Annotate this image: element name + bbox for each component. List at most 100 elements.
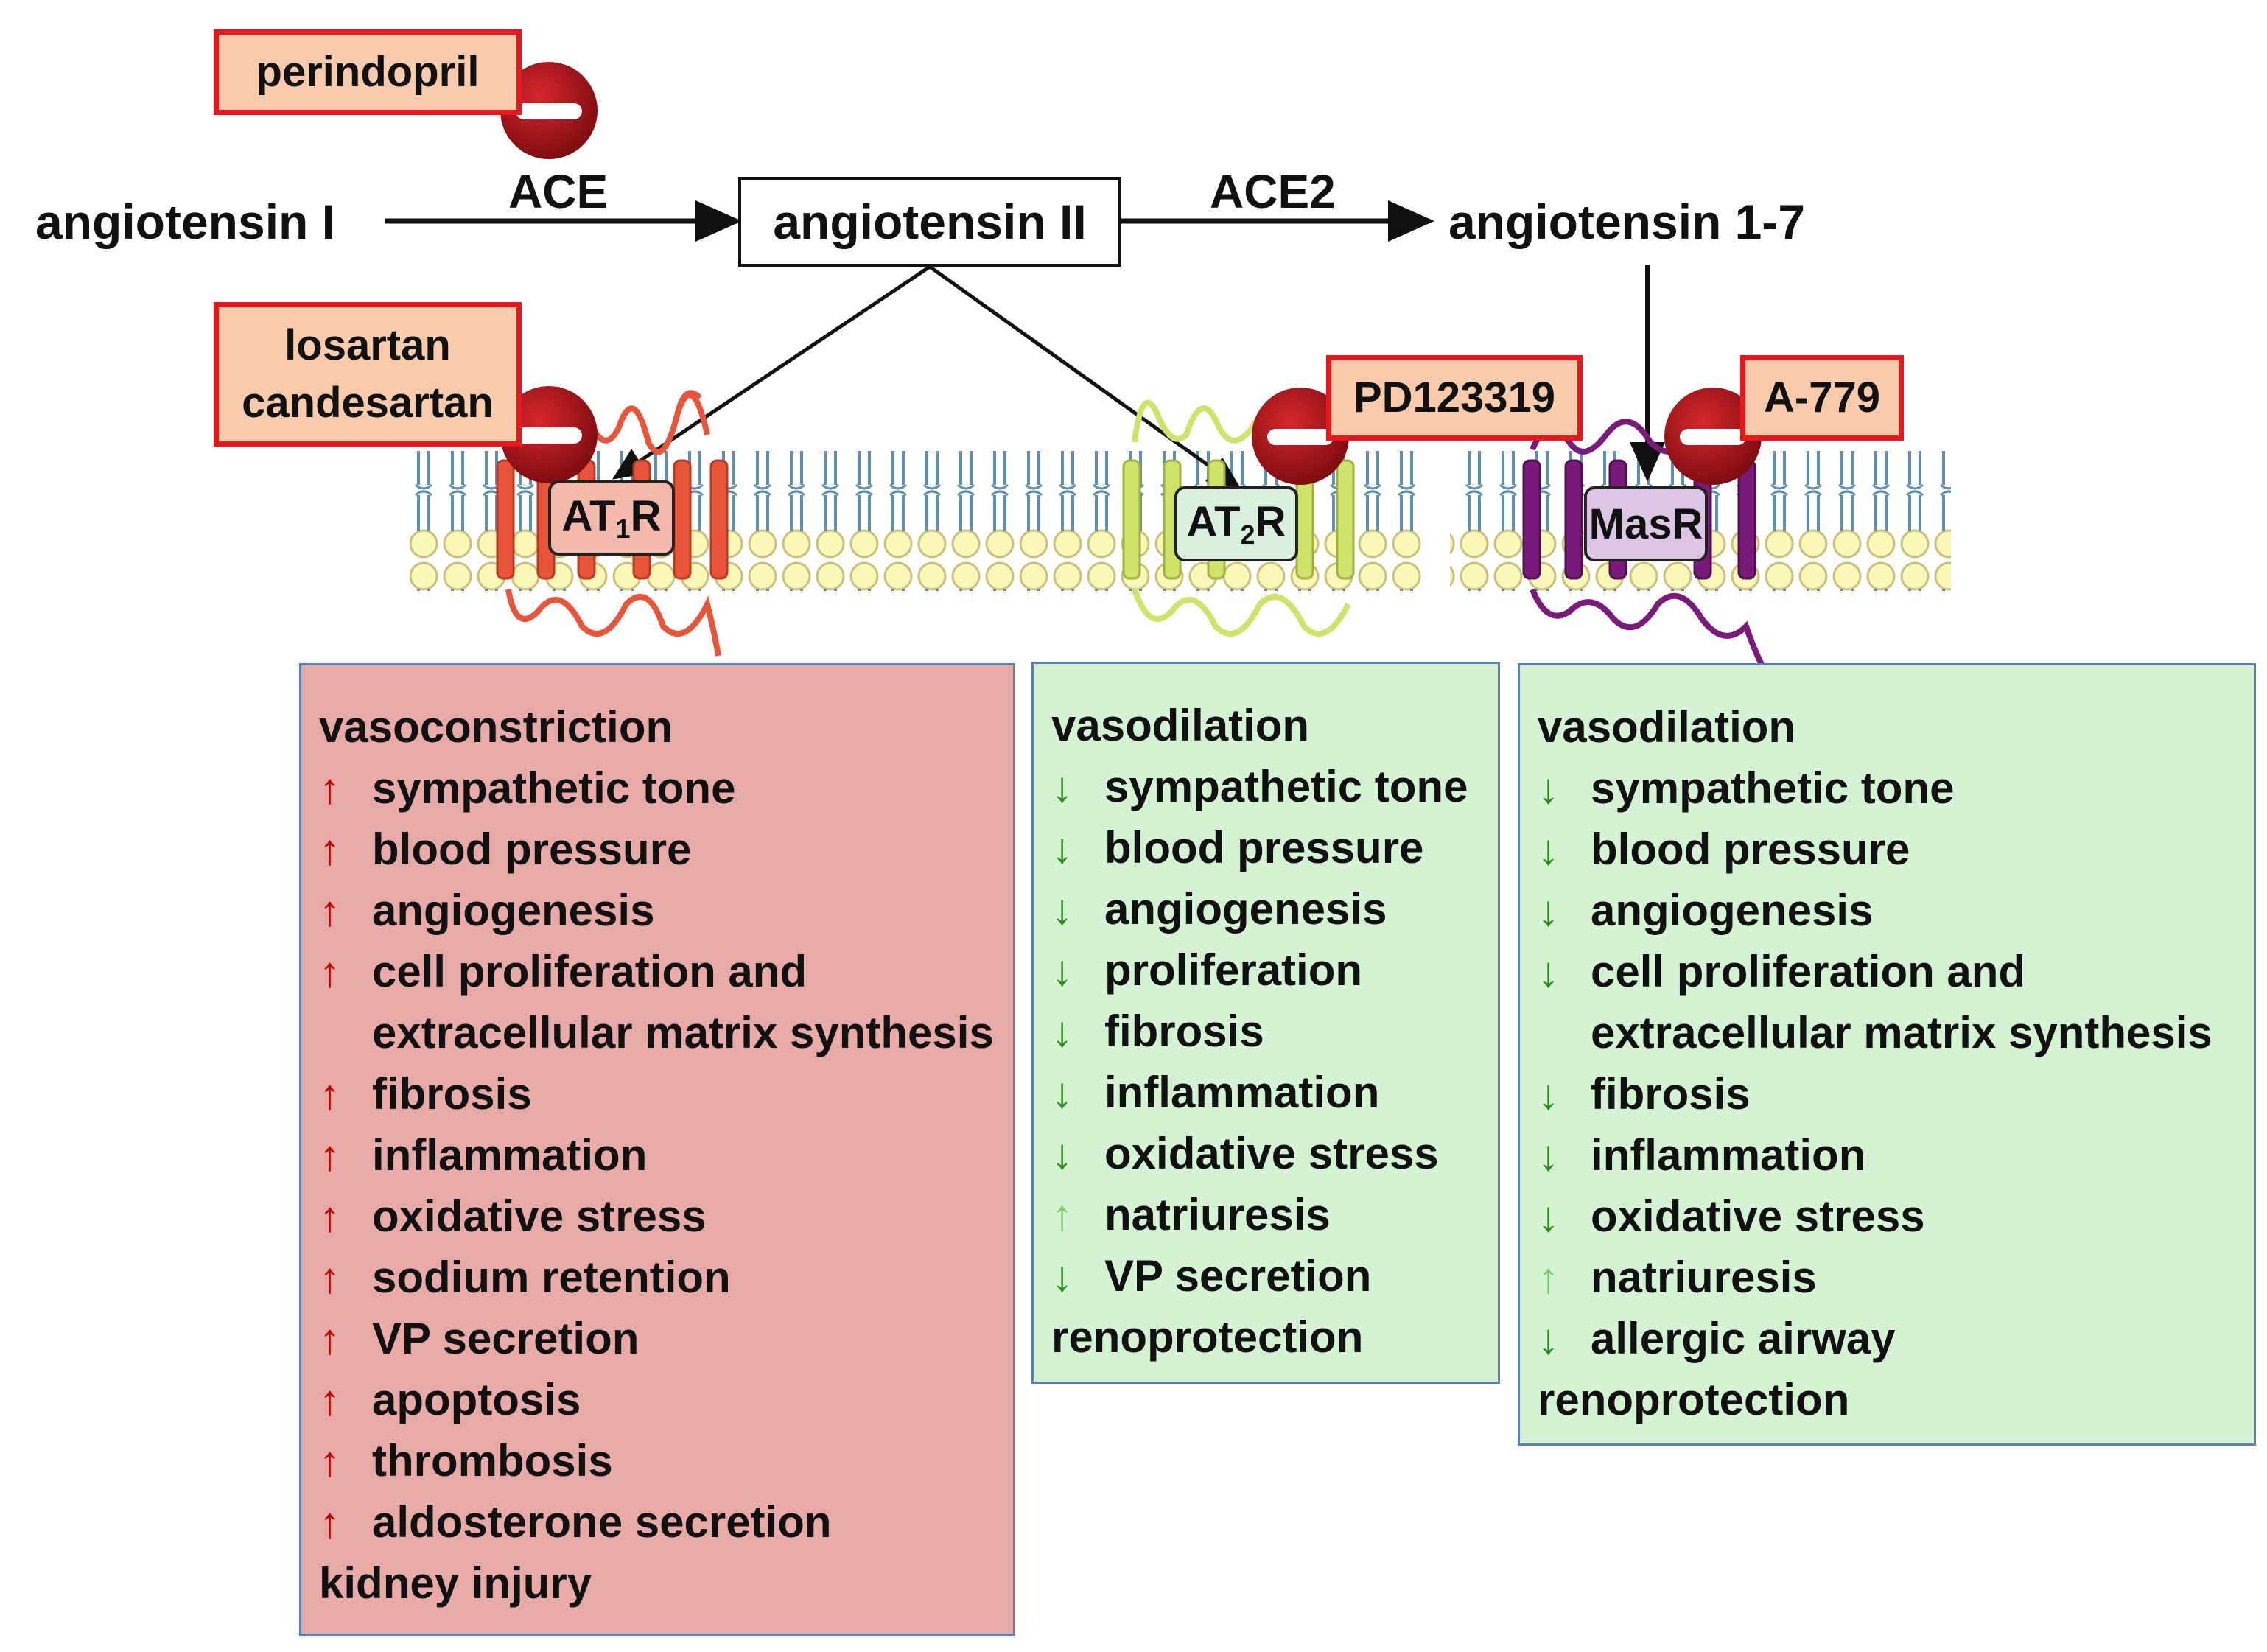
- effect-item: ↑ thrombosis: [319, 1430, 995, 1491]
- effect-item: ↑ natriuresis: [1538, 1247, 2236, 1308]
- up-arrow-icon: ↑: [319, 1376, 340, 1424]
- effect-item: ↓ oxidative stress: [1538, 1186, 2236, 1247]
- angiotensin-ii-box: angiotensin II: [738, 177, 1121, 267]
- effect-text: allergic airway: [1591, 1314, 1896, 1363]
- at1r-label-box: AT1R: [548, 480, 675, 556]
- effect-item: ↓ VP secretion: [1051, 1245, 1480, 1306]
- up-arrow-icon: ↑: [319, 948, 340, 996]
- effect-item: ↑sympathetic tone: [319, 757, 995, 819]
- masr-effects-list: ↓sympathetic tone↓blood pressure↓angioge…: [1538, 757, 2236, 1369]
- effect-item: ↑ cell proliferation and: [319, 941, 995, 1002]
- at2r-label: AT2R: [1186, 498, 1286, 550]
- masr-effects-header: vasodilation: [1538, 702, 1796, 752]
- inhibitor-sign-losartan: [500, 386, 598, 483]
- effect-item: ↑ angiogenesis: [319, 880, 995, 941]
- effect-text: inflammation: [1104, 1068, 1380, 1117]
- masr-effects-footer: renoprotection: [1538, 1375, 1850, 1424]
- effect-item: ↑ apoptosis: [319, 1369, 995, 1430]
- effect-text: sympathetic tone: [1591, 763, 1955, 813]
- effect-text: cell proliferation and: [1591, 947, 2026, 996]
- up-arrow-icon: ↑: [319, 1438, 340, 1485]
- angiotensin-ii-label: angiotensin II: [773, 195, 1087, 249]
- effect-item: ↓oxidative stress: [1051, 1123, 1480, 1184]
- up-arrow-icon: ↑: [319, 1254, 340, 1302]
- effect-text: extracellular matrix synthesis: [372, 1008, 994, 1057]
- angiotensin-i-label: angiotensin I: [35, 195, 336, 249]
- pd123319-label: PD123319: [1353, 373, 1556, 421]
- down-arrow-icon: ↓: [1538, 826, 1559, 874]
- masr-label: MasR: [1588, 500, 1703, 548]
- down-arrow-icon: ↓: [1538, 1315, 1559, 1363]
- up-arrow-icon: ↑: [319, 1071, 340, 1119]
- at1r-effects-box: vasoconstriction ↑sympathetic tone ↑ blood…: [299, 663, 1015, 1636]
- at2r-effects-list: ↓sympathetic tone↓blood pressure↓angioge…: [1051, 756, 1480, 1306]
- down-arrow-icon: ↓: [1051, 1069, 1073, 1117]
- at1r-effects-header: vasoconstriction: [319, 702, 673, 752]
- effect-text: aldosterone secretion: [372, 1497, 832, 1547]
- at2r-effects-box: vasodilation ↓sympathetic tone↓blood pre…: [1031, 662, 1500, 1384]
- down-arrow-icon: ↓: [1538, 1193, 1559, 1241]
- losartan-candesartan-box: losartan candesartan: [214, 302, 522, 447]
- effect-text: thrombosis: [372, 1436, 613, 1485]
- effect-text: apoptosis: [372, 1375, 581, 1424]
- at2r-effects-header: vasodilation: [1051, 701, 1310, 750]
- effect-text: oxidative stress: [372, 1191, 707, 1241]
- up-arrow-icon: ↑: [319, 887, 340, 935]
- effect-item: ↓blood pressure: [1538, 819, 2236, 880]
- pd123319-box: PD123319: [1326, 355, 1583, 441]
- effect-text: VP secretion: [372, 1314, 640, 1363]
- down-arrow-icon: ↓: [1051, 1008, 1073, 1056]
- effect-item: ↓ angiogenesis: [1538, 880, 2236, 941]
- up-arrow-icon: ↑: [1051, 1191, 1073, 1239]
- effect-item: ↑fibrosis: [319, 1063, 995, 1124]
- at2r-effects-footer: renoprotection: [1051, 1312, 1364, 1362]
- effect-item: ↓ angiogenesis: [1051, 878, 1480, 939]
- masr-label-box: MasR: [1584, 486, 1708, 561]
- effect-item: ↓ fibrosis: [1538, 1063, 2236, 1124]
- inhibitor-sign-pd123319: [1252, 388, 1349, 485]
- up-arrow-icon: ↑: [319, 1499, 340, 1547]
- effect-text: proliferation: [1104, 945, 1363, 995]
- at2r-label-box: AT2R: [1174, 486, 1298, 561]
- effect-item: ↓sympathetic tone: [1051, 756, 1480, 817]
- down-arrow-icon: ↓: [1051, 886, 1073, 934]
- up-arrow-icon: ↑: [1538, 1254, 1559, 1302]
- effect-text: cell proliferation and: [372, 947, 807, 996]
- effect-text: angiogenesis: [1591, 886, 1874, 935]
- effect-item: extracellular matrix synthesis: [1538, 1002, 2236, 1063]
- losartan-label: losartan: [284, 321, 451, 369]
- effect-text: inflammation: [1591, 1130, 1866, 1180]
- down-arrow-icon: ↓: [1538, 948, 1559, 996]
- down-arrow-icon: ↓: [1051, 763, 1073, 811]
- masr-effects-box: vasodilation ↓sympathetic tone↓blood pre…: [1518, 663, 2256, 1446]
- effect-text: oxidative stress: [1591, 1191, 1925, 1241]
- effect-item: ↑ natriuresis: [1051, 1184, 1480, 1245]
- effect-text: inflammation: [372, 1130, 648, 1180]
- up-arrow-icon: ↑: [319, 1132, 340, 1180]
- arrow-to-at2r: [928, 265, 1241, 489]
- effect-text: VP secretion: [1104, 1251, 1372, 1301]
- at1r-effects-list: ↑sympathetic tone ↑ blood pressure ↑ angioge…: [319, 757, 995, 1553]
- effect-item: ↓proliferation: [1051, 939, 1480, 1001]
- effect-item: ↓fibrosis: [1051, 1001, 1480, 1062]
- up-arrow-icon: ↑: [319, 1193, 340, 1241]
- down-arrow-icon: ↓: [1051, 1253, 1073, 1301]
- ace2-label: ACE2: [1210, 165, 1336, 218]
- inhibitor-sign-perindopril: [500, 62, 598, 159]
- effect-text: natriuresis: [1104, 1190, 1331, 1239]
- effect-text: natriuresis: [1591, 1253, 1817, 1302]
- down-arrow-icon: ↓: [1538, 887, 1559, 935]
- effect-text: angiogenesis: [372, 886, 655, 935]
- effect-text: fibrosis: [1591, 1069, 1751, 1119]
- effect-text: blood pressure: [1104, 823, 1424, 872]
- up-arrow-icon: ↑: [319, 1315, 340, 1363]
- effect-item: ↓sympathetic tone: [1538, 757, 2236, 819]
- effect-item: ↑ VP secretion: [319, 1308, 995, 1369]
- effect-text: angiogenesis: [1104, 884, 1387, 934]
- perindopril-label: perindopril: [256, 47, 480, 96]
- angiotensin-17-label: angiotensin 1-7: [1448, 195, 1806, 249]
- down-arrow-icon: ↓: [1538, 1071, 1559, 1119]
- effect-text: blood pressure: [372, 825, 692, 874]
- a779-label: A-779: [1764, 373, 1880, 421]
- effect-item: extracellular matrix synthesis: [319, 1002, 995, 1063]
